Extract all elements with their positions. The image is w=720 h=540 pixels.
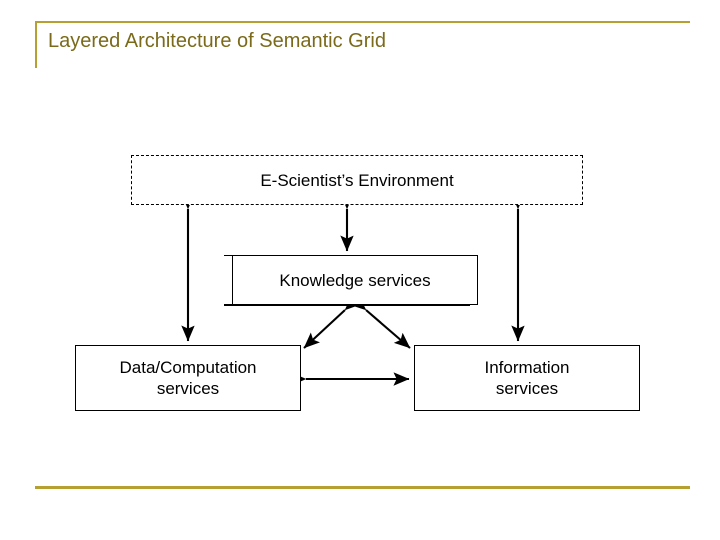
node-data-computation-services[interactable]: Data/Computation services	[75, 345, 301, 411]
connector-knowledge-data	[303, 294, 361, 349]
title-left-rule	[35, 21, 37, 68]
footer-rule	[35, 486, 690, 489]
node-data-computation-services-label: Data/Computation services	[113, 357, 262, 399]
page-title: Layered Architecture of Semantic Grid	[48, 30, 386, 52]
node-information-line2: services	[495, 379, 559, 398]
node-knowledge-services[interactable]: Knowledge services	[224, 254, 478, 306]
node-data-line2: services	[156, 379, 220, 398]
node-escientist-environment[interactable]: E-Scientist’s Environment	[131, 155, 583, 205]
node-information-line1: Information	[484, 358, 570, 377]
connector-knowledge-information	[349, 294, 411, 349]
node-escientist-environment-label: E-Scientist’s Environment	[260, 170, 454, 190]
title-top-rule	[35, 21, 690, 23]
knowledge-box-top-extension	[224, 254, 470, 256]
node-information-services-label: Information services	[478, 357, 575, 399]
node-knowledge-services-label: Knowledge services	[279, 270, 431, 290]
node-data-line1: Data/Computation	[119, 358, 257, 377]
knowledge-box-bottom-extension	[224, 304, 470, 306]
node-information-services[interactable]: Information services	[414, 345, 640, 411]
